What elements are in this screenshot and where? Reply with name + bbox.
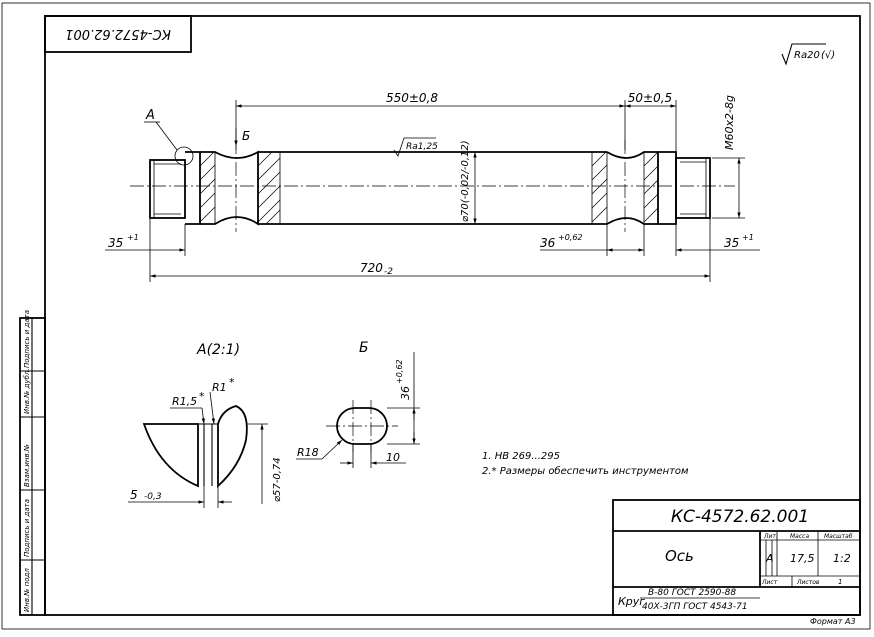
dim-720-tol: -2 [384, 267, 393, 277]
dim-36: 36 [540, 236, 556, 250]
detail-a-r15: R1,5 [172, 395, 197, 408]
title-block-mass-header: Масса [790, 533, 809, 540]
detail-b-view: Б 36 +0,62 R18 10 [296, 340, 420, 468]
title-block-lit-header: Лит. [763, 533, 778, 540]
technical-notes: 1. НВ 269...295 2.* Размеры обеспечить и… [482, 451, 689, 477]
side-label-inv-podl: Инв.№ подл [23, 568, 31, 612]
general-roughness-check: (√) [821, 50, 835, 61]
detail-b-title: Б [359, 340, 369, 356]
note-1: 1. НВ 269...295 [482, 451, 560, 462]
dim-35-right: 35 [724, 236, 739, 250]
detail-a-r1: R1 [212, 381, 227, 394]
title-block-mass-value: 17,5 [790, 552, 815, 565]
detail-b-r18: R18 [297, 446, 319, 459]
dim-diam-70: ⌀70(-0,02/-0,12) [460, 140, 471, 222]
general-roughness-mark: Ra20 (√) [781, 43, 835, 66]
format-label: Формат А3 [810, 617, 856, 626]
section-b-mark: Б [242, 129, 250, 143]
rotated-stamp: КС-4572.62.001 [44, 15, 192, 53]
side-label-signature-2: Подпись и дата [23, 310, 31, 368]
detail-a-title: А(2:1) [196, 342, 240, 358]
title-block-material-prefix: Круг [618, 595, 645, 608]
detail-b-dim-36: 36 [399, 386, 412, 400]
title-block-sheets-value: 1 [838, 578, 842, 586]
detail-b-dim-10: 10 [386, 451, 400, 464]
inner-frame [44, 15, 861, 616]
detail-b-dim-36-tol: +0,62 [395, 359, 404, 384]
detail-a-r1-star: * [229, 376, 235, 389]
title-block-sheet-label: Лист [761, 579, 778, 586]
dim-550: 550±0,8 [386, 91, 438, 105]
hatch-left [199, 151, 281, 225]
side-label-inv-dubl: Инв.№ дубл. [23, 368, 31, 414]
dim-35-left-tol: +1 [127, 233, 139, 242]
dim-thread: М60х2-8g [723, 95, 736, 150]
detail-a-callout-label: А [145, 108, 155, 123]
detail-a-len-5-tol: -0,3 [144, 492, 162, 502]
title-block-designation: КС-4572.62.001 [671, 507, 809, 527]
side-label-vzam-inv: Взам.инв.№ [23, 444, 31, 487]
detail-a-len-5: 5 [130, 488, 138, 502]
main-view-dimensions: 550±0,8 50±0,5 М60х2-8g ⌀70(-0,02/-0,12)… [105, 91, 760, 282]
dim-720: 720 [360, 261, 383, 275]
title-block-scale-header: Масштаб [824, 533, 853, 540]
title-block-material-line2: 40Х-3ГП ГОСТ 4543-71 [642, 602, 748, 612]
journal-roughness: Ra1,25 [406, 142, 438, 152]
rotated-stamp-text: КС-4572.62.001 [65, 26, 171, 41]
general-roughness-value: Ra20 [794, 50, 820, 61]
title-block-sheets-label: Листов [796, 579, 820, 586]
title-block: КС-4572.62.001 Ось Лит. Масса Масштаб А … [612, 499, 861, 616]
shaft-main-view: А Б Ra1,25 [130, 108, 735, 232]
dim-35-right-tol: +1 [742, 233, 754, 242]
dim-50: 50±0,5 [628, 91, 672, 105]
side-label-strip: Инв.№ подл Подпись и дата Взам.инв.№ Инв… [19, 310, 46, 616]
dim-35-left: 35 [108, 236, 123, 250]
side-label-signature-1: Подпись и дата [23, 499, 31, 557]
detail-a-view: А(2:1) R1,5 * R1 * ⌀57-0,74 5 -0,3 [128, 342, 283, 508]
title-block-part-name: Ось [665, 547, 694, 565]
detail-a-r15-star: * [199, 390, 205, 403]
title-block-lit-value: А [765, 552, 774, 565]
title-block-material-line1: В-80 ГОСТ 2590-88 [648, 588, 736, 598]
detail-a-callout-circle [174, 146, 194, 166]
note-2: 2.* Размеры обеспечить инструментом [482, 465, 689, 477]
dim-36-tol: +0,62 [558, 233, 583, 242]
detail-a-diam-57: ⌀57-0,74 [272, 457, 283, 502]
title-block-scale-value: 1:2 [833, 552, 851, 565]
